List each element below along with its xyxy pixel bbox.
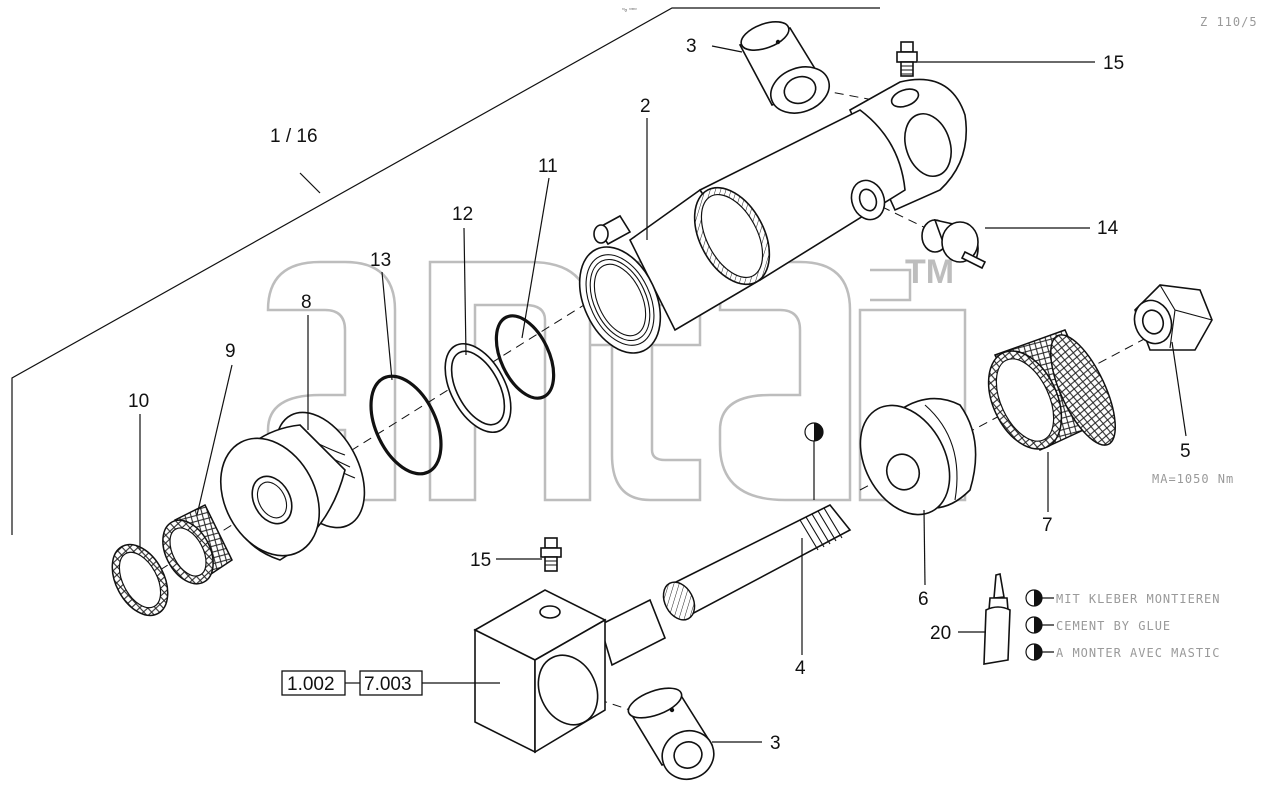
glue-note-de: MIT KLEBER MONTIEREN (1056, 592, 1221, 606)
part-6-piston-head (859, 397, 977, 516)
part-9-wiper (162, 503, 233, 585)
part-4-piston-rod (599, 503, 852, 667)
top-mark: ▫ₒ ▫▫▫ (622, 6, 637, 13)
callout-14: 14 (1097, 218, 1119, 239)
part-12-backup-ring (444, 342, 512, 434)
callout-4: 4 (795, 658, 806, 679)
part-11-o-ring (494, 314, 556, 400)
part-3-bush-top (738, 21, 830, 114)
part-5-hex-nut (1133, 284, 1213, 351)
callout-15-top: 15 (1103, 53, 1124, 74)
callout-3-top: 3 (686, 36, 697, 57)
callout-15-bottom: 15 (470, 550, 491, 571)
glue-marker-rod (804, 422, 824, 442)
rod-clevis-block (473, 589, 607, 754)
callout-5: 5 (1180, 441, 1191, 462)
callout-12: 12 (452, 204, 473, 225)
part-15-grease-nipple-top (896, 41, 918, 77)
sheet-ref: Z 110/5 (1200, 15, 1258, 29)
glue-markers-legend (1025, 589, 1054, 661)
ref-box-7-003-label: 7.003 (364, 674, 412, 695)
ref-box-1-002-label: 1.002 (287, 674, 335, 695)
part-10-ring (111, 543, 169, 617)
ref-box-7-003[interactable]: 7.003 (359, 670, 423, 696)
callout-9: 9 (225, 341, 236, 362)
part-15-grease-nipple-bottom (540, 537, 562, 572)
watermark-tm: TM (905, 253, 954, 291)
torque-note: MA=1050 Nm (1152, 472, 1234, 486)
callout-7: 7 (1042, 515, 1053, 536)
callout-20: 20 (930, 623, 951, 644)
callout-11: 11 (538, 156, 558, 177)
assembly-label: 1 / 16 (270, 126, 318, 147)
callout-2: 2 (640, 96, 651, 117)
callout-13: 13 (370, 250, 391, 271)
part-20-glue-tube (983, 573, 1011, 665)
part-3-bush-bottom (627, 687, 715, 781)
part-8-piston (219, 411, 366, 561)
callout-3-bottom: 3 (770, 733, 781, 754)
part-2-cylinder-tube (578, 78, 968, 354)
part-7-knurled-ring (987, 329, 1117, 451)
part-13-o-ring (369, 374, 443, 476)
leader-lines (139, 45, 1187, 743)
assembly-bracket (11, 7, 880, 535)
part-14-breather (921, 218, 987, 270)
callout-8: 8 (301, 292, 312, 313)
axis-piston (159, 269, 641, 571)
callout-6: 6 (918, 589, 929, 610)
callout-10: 10 (128, 391, 149, 412)
glue-note-fr: A MONTER AVEC MASTIC (1056, 646, 1221, 660)
ref-box-1-002[interactable]: 1.002 (281, 670, 346, 696)
glue-note-en: CEMENT BY GLUE (1056, 619, 1171, 633)
